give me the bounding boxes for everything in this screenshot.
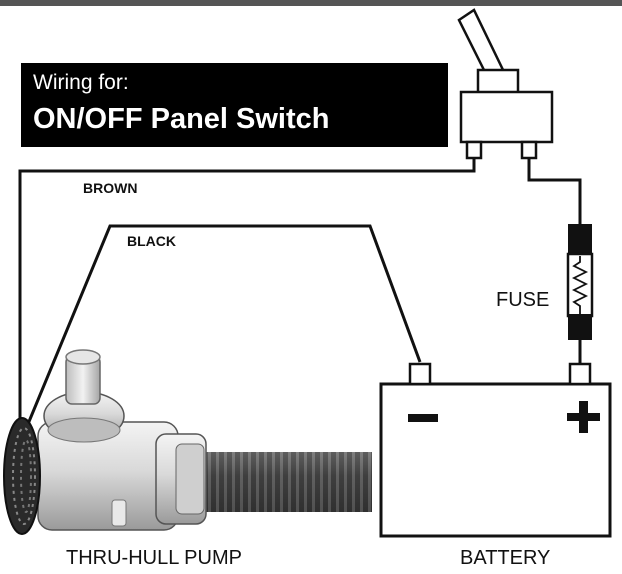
battery-label: BATTERY: [460, 547, 551, 569]
battery-negative-icon: [408, 414, 438, 422]
title-line-1: Wiring for:: [33, 71, 129, 94]
fuse-label: FUSE: [496, 289, 550, 311]
battery-icon: [379, 362, 612, 538]
pump-icon: [3, 349, 372, 535]
fuse-icon: [566, 224, 594, 340]
fuse-wire: [527, 158, 582, 224]
brown-wire: [18, 158, 476, 420]
black-wire: [26, 224, 422, 425]
pump-label: THRU-HULL PUMP: [66, 547, 242, 569]
toggle-switch-icon: [457, 8, 554, 160]
brown-wire-label: BROWN: [83, 180, 138, 196]
black-wire-label: BLACK: [127, 233, 176, 249]
title-box: Wiring for: ON/OFF Panel Switch: [21, 63, 448, 147]
title-line-2: ON/OFF Panel Switch: [33, 103, 330, 135]
top-bar: [0, 0, 622, 6]
